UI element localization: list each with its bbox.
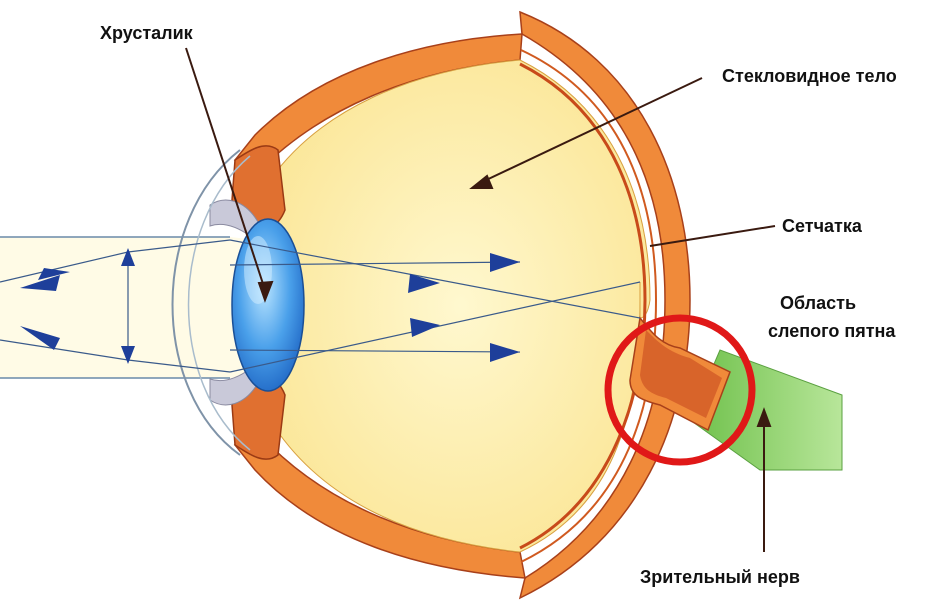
label-retina: Сетчатка xyxy=(782,215,862,237)
label-vitreous-body: Стекловидное тело xyxy=(722,65,897,87)
label-blind-spot-line2: слепого пятна xyxy=(768,320,895,342)
label-blind-spot-line1: Область xyxy=(780,292,856,314)
vitreous-body xyxy=(270,60,650,552)
lens xyxy=(232,219,304,391)
label-lens: Хрусталик xyxy=(100,22,193,44)
label-optic-nerve: Зрительный нерв xyxy=(640,566,800,588)
